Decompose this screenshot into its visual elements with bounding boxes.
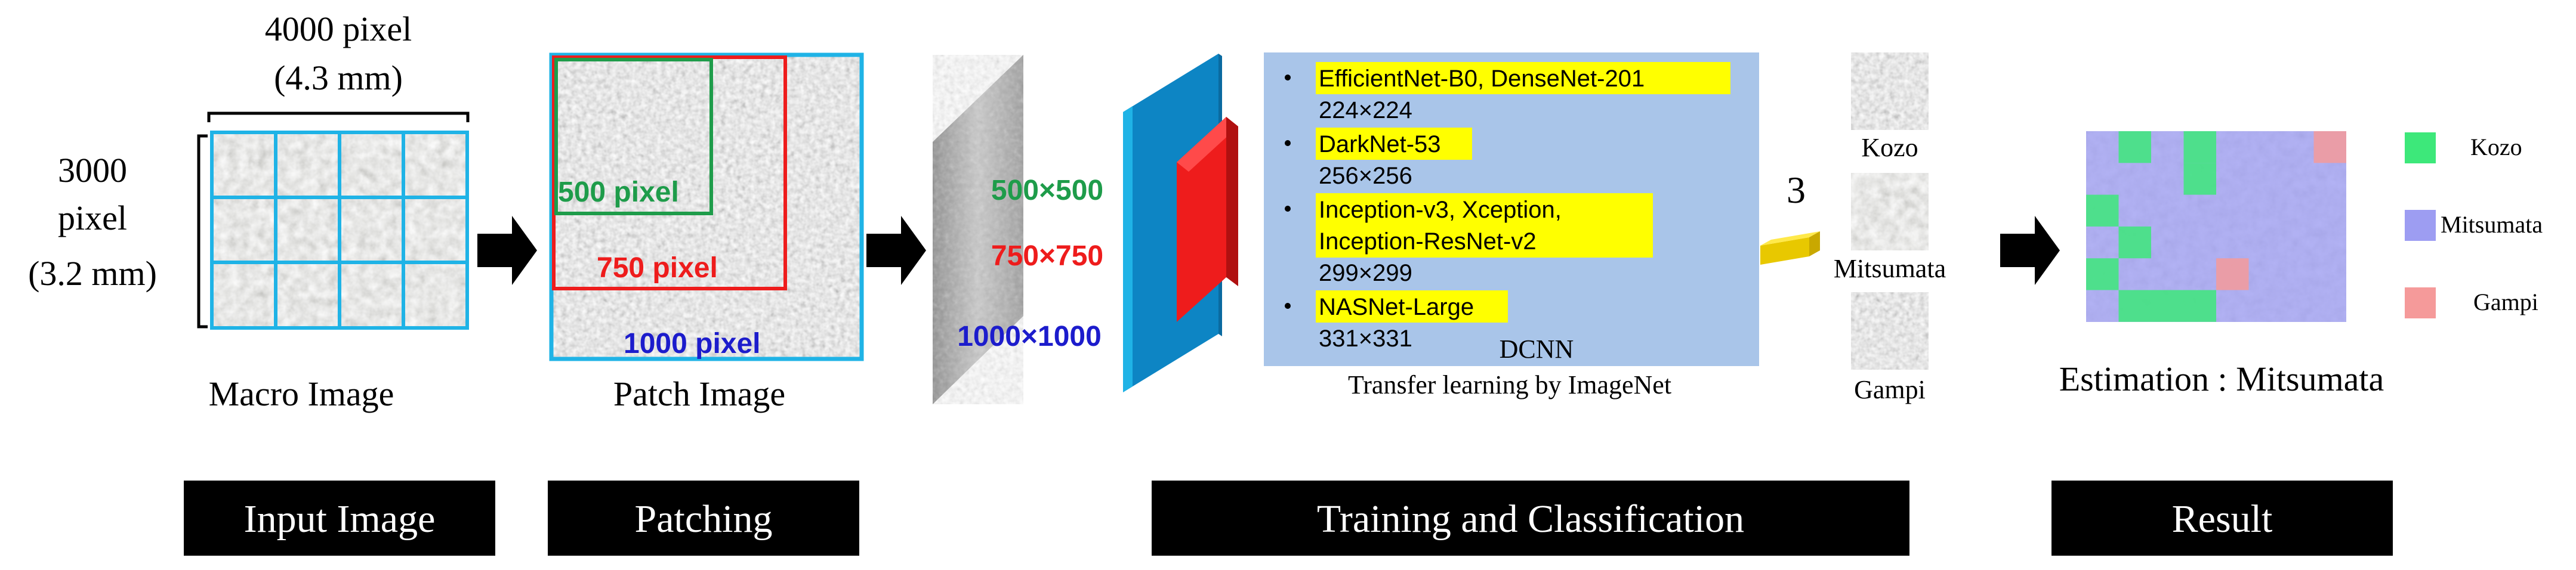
result-cell-gampi [2313,131,2346,163]
result-cell-kozo [2118,131,2151,163]
result-cell-kozo [2086,194,2119,227]
kozo-sample-image [1851,52,1929,130]
stage-input-label: Input Image [244,497,436,541]
patch-image [551,55,862,359]
input-layer [933,55,1023,404]
stage-patching-label: Patching [635,497,773,541]
gampi-sample-image [1851,292,1929,370]
arrow-right-icon [477,216,537,285]
patch-section: 500 pixel 750 pixel 1000 pixel Patch Ima… [549,52,864,413]
result-cell-kozo [2086,258,2119,290]
model-efficientnet: EfficientNet-B0, DenseNet-201 [1319,66,1645,92]
legend-mitsumata-label: Mitsumata [2441,211,2543,238]
result-cell-kozo [2183,131,2216,163]
height-unit-label: pixel [58,199,127,237]
result-cell-kozo [2183,290,2216,322]
stage-training-banner [1152,481,1909,556]
size-750-label: 750×750 [991,240,1103,272]
legend-gampi-label: Gampi [2473,289,2538,315]
result-cell-kozo [2183,163,2216,195]
conv-layer [1123,54,1238,392]
height-mm-label: (3.2 mm) [28,254,157,293]
patch-500-label: 500 pixel [558,176,679,208]
dcnn-label: DCNN [1500,334,1574,364]
gampi-sample-label: Gampi [1854,375,1926,404]
arrow-right-icon [2000,216,2060,285]
legend-mitsumata-swatch [2405,210,2436,241]
width-mm-label: (4.3 mm) [274,58,403,97]
stage-result-label: Result [2172,497,2273,541]
macro-image-caption: Macro Image [209,374,394,413]
model-inception-size: 299×299 [1319,260,1412,286]
arrow-right-icon [866,216,926,285]
height-label: 3000 [58,151,127,190]
result-legend: Kozo Mitsumata Gampi [2405,132,2543,318]
macro-image [210,131,469,330]
result-cell-kozo [2118,226,2151,259]
class-samples: Kozo Mitsumata Gampi [1834,52,1946,404]
model-inception-resnet: Inception-ResNet-v2 [1319,228,1537,255]
legend-kozo-label: Kozo [2470,134,2522,160]
model-inception: Inception-v3, Xception, [1319,197,1562,223]
patch-500-frame [554,58,713,215]
output-count-label: 3 [1787,169,1806,211]
patch-1000-frame [549,52,864,361]
size-1000-label: 1000×1000 [957,321,1102,352]
model-darknet-size: 256×256 [1319,163,1412,189]
macro-grid [210,131,469,330]
model-efficientnet-size: 224×224 [1319,97,1412,123]
stage-result-banner [2051,481,2393,556]
input-section: 4000 pixel (4.3 mm) 3000 pixel (3.2 mm) … [28,10,470,413]
transfer-learning-label: Transfer learning by ImageNet [1348,370,1671,399]
model-darknet: DarkNet-53 [1319,131,1441,157]
patch-1000-label: 1000 pixel [624,328,761,360]
conv-block-cyan [1123,54,1218,392]
mitsumata-sample-label: Mitsumata [1834,254,1946,283]
model-panel: EfficientNet-B0, DenseNet-201 224×224 Da… [1264,52,1759,366]
mitsumata-sample-image [1851,173,1929,250]
width-label: 4000 pixel [265,10,412,48]
stage-banners: Input Image Patching Training and Classi… [184,481,2393,556]
result-cell-gampi [2216,258,2249,290]
legend-kozo-swatch [2405,132,2436,163]
width-bracket [207,111,470,122]
output-layer [1760,231,1820,265]
result-cell-kozo [2118,290,2151,322]
size-500-label: 500×500 [991,175,1103,206]
stage-input-banner [184,481,495,556]
model-nasnet: NASNet-Large [1319,294,1474,320]
stage-patching-banner [548,481,859,556]
result-map-cells [2086,131,2346,322]
result-map [2086,131,2346,322]
model-nasnet-size: 331×331 [1319,326,1412,352]
patch-750-frame [552,55,787,290]
stage-training-label: Training and Classification [1317,497,1744,541]
height-bracket [197,134,208,329]
estimation-label: Estimation : Mitsumata [2059,360,2384,398]
legend-gampi-swatch [2405,287,2436,318]
kozo-sample-label: Kozo [1861,133,1918,162]
patch-750-label: 750 pixel [597,252,718,284]
patch-image-caption: Patch Image [613,374,785,413]
result-cell-kozo [2151,290,2184,322]
